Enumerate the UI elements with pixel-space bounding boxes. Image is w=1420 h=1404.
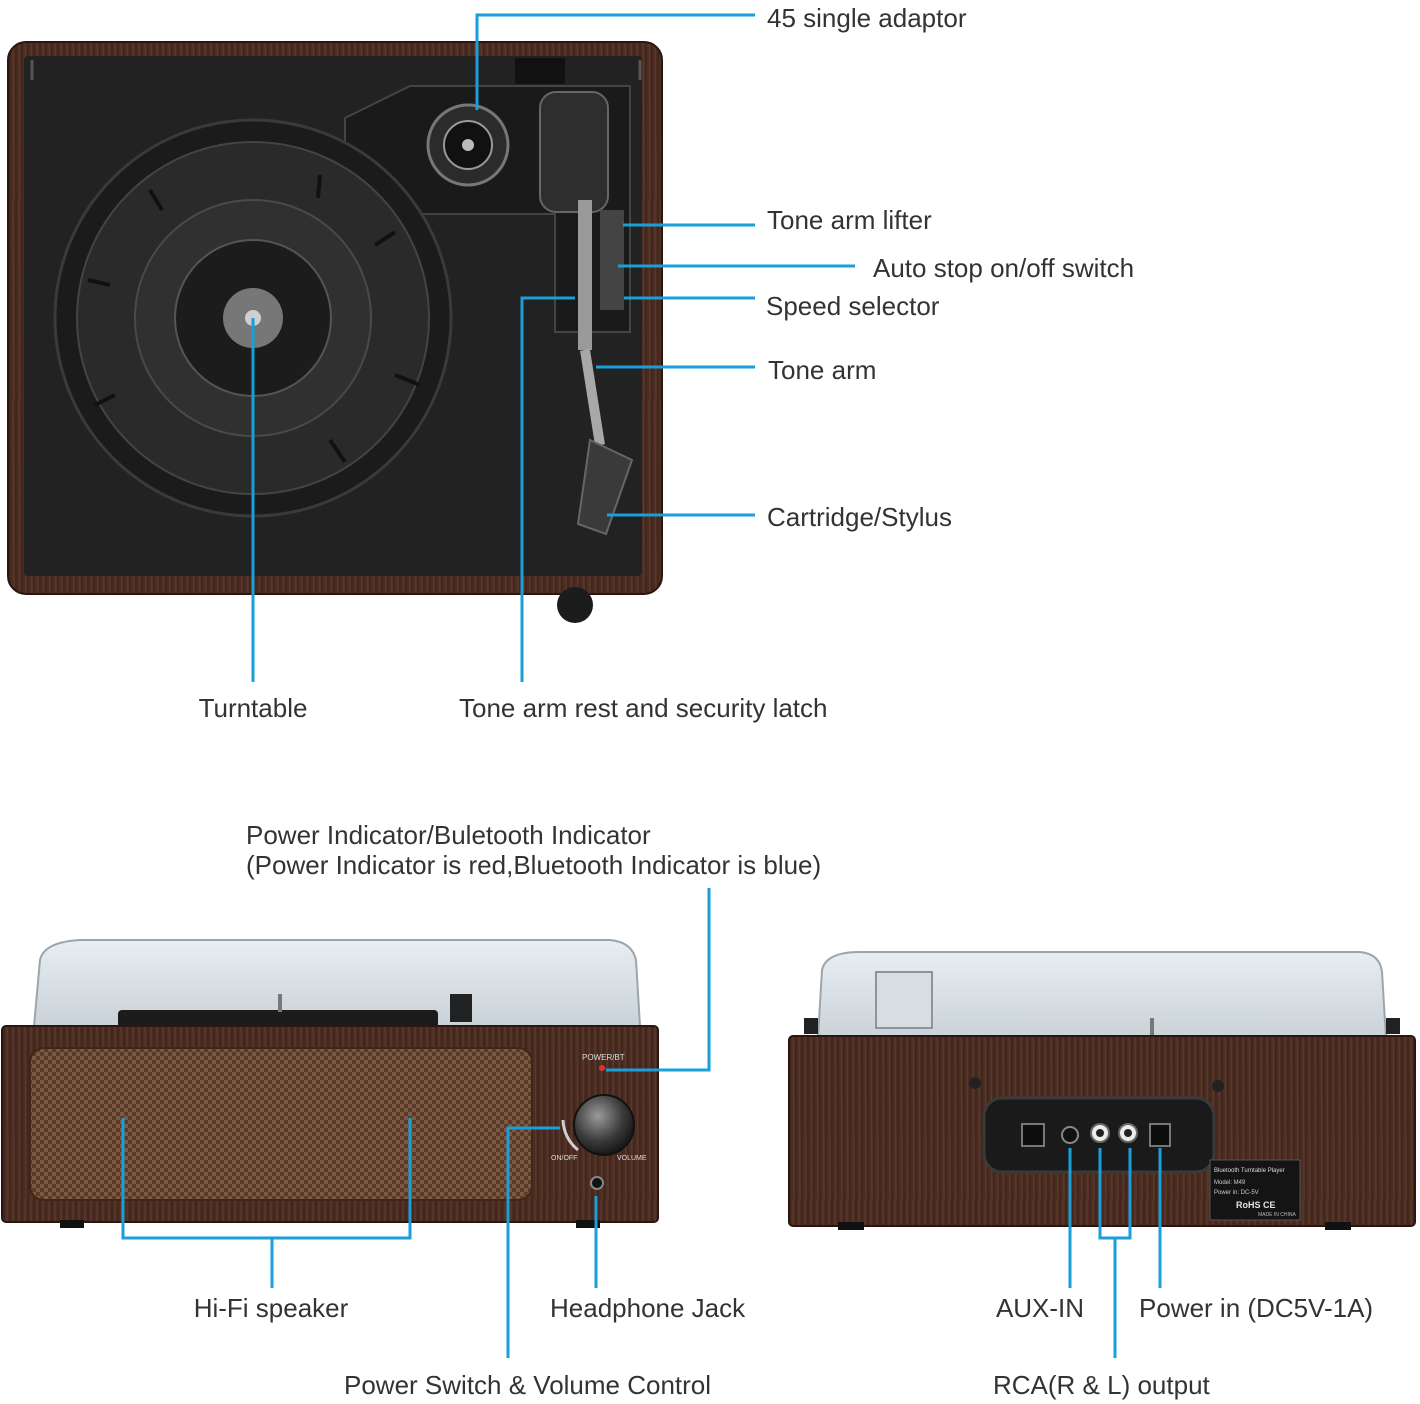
label-speed-selector: Speed selector [766, 291, 940, 321]
panel-on-off-text: ON/OFF [551, 1155, 577, 1162]
sticker-marks: RoHS CE [1236, 1200, 1276, 1210]
label-tone-arm-lifter: Tone arm lifter [767, 205, 932, 235]
label-turntable: Turntable [198, 693, 308, 723]
label-tone-arm: Tone arm [768, 355, 877, 385]
label-45-single-adaptor: 45 single adaptor [767, 3, 967, 33]
label-tone-arm-rest: Tone arm rest and security latch [459, 693, 828, 723]
label-auto-stop-switch: Auto stop on/off switch [873, 253, 1135, 283]
sticker-model: Model: M49 [1214, 1180, 1246, 1186]
back-view-callouts [1068, 1148, 1162, 1358]
back-view-turntable [788, 951, 1416, 1230]
top-view-turntable [7, 41, 663, 623]
label-power-in: Power in (DC5V-1A) [1139, 1293, 1374, 1323]
label-power-switch-volume: Power Switch & Volume Control [344, 1370, 712, 1400]
sticker-power: Power in: DC-5V [1214, 1190, 1259, 1196]
label-indicator-colors: (Power Indicator is red,Bluetooth Indica… [246, 850, 822, 880]
front-view-turntable [1, 939, 659, 1228]
label-aux-in: AUX-IN [995, 1293, 1085, 1323]
label-rca-output: RCA(R & L) output [993, 1370, 1210, 1400]
panel-volume-text: VOLUME [617, 1155, 647, 1162]
label-hifi-speaker: Hi-Fi speaker [193, 1293, 349, 1323]
label-power-bt-indicator: Power Indicator/Buletooth Indicator [246, 820, 651, 850]
top-view-callouts [251, 13, 855, 682]
label-headphone-jack: Headphone Jack [550, 1293, 746, 1323]
panel-power-bt-text: POWER/BT [582, 1053, 625, 1062]
label-cartridge-stylus: Cartridge/Stylus [767, 502, 952, 532]
front-view-callouts [121, 888, 711, 1358]
sticker-title: Bluetooth Turntable Player [1214, 1168, 1285, 1174]
sticker-origin: MADE IN CHINA [1258, 1212, 1296, 1218]
